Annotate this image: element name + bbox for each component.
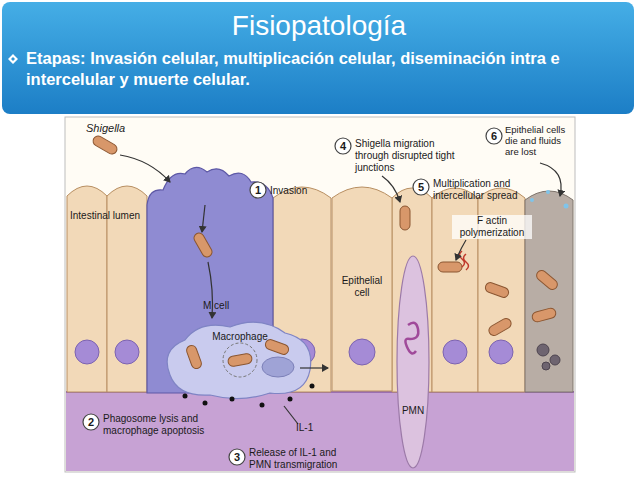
- callout-number: 1: [249, 184, 267, 196]
- callout-number: 5: [412, 181, 430, 193]
- cytokine-dot: [288, 397, 293, 402]
- callout-number: 4: [334, 140, 352, 152]
- uptake-arrow: [208, 262, 213, 318]
- callout-number: 2: [82, 416, 100, 428]
- f-actin-tail: [460, 251, 469, 270]
- fluid-drop: [546, 190, 550, 194]
- nucleus: [75, 340, 99, 364]
- shigella-bacterium: [264, 338, 290, 356]
- dying-epithelial-column: [525, 191, 573, 392]
- shigella-bacterium: [487, 317, 513, 338]
- leader-line: [284, 406, 298, 424]
- callout-circle: 1: [249, 181, 267, 199]
- step-label: Phagosome lysis and macrophage apoptosis: [103, 413, 221, 437]
- step-label: Invasion: [270, 185, 330, 197]
- callout-circle: 3: [228, 448, 246, 466]
- callout-circle: 5: [412, 178, 430, 196]
- shigella-bacterium: [185, 344, 203, 370]
- cell-label: Epithelial cell: [333, 275, 391, 299]
- cell-label: PMN: [396, 405, 430, 417]
- pmn-cell-outline: [396, 255, 430, 470]
- slide-title: Fisiopatología: [0, 10, 638, 42]
- nucleus: [115, 340, 139, 364]
- shigella-bacterium: [484, 281, 510, 299]
- leader-arrow: [540, 163, 561, 196]
- pmn-cell: PMN: [396, 255, 430, 470]
- cytokine-dot: [203, 401, 208, 406]
- shigella-bacterium: [531, 307, 557, 323]
- illustration-frame: [65, 117, 575, 472]
- macrophage-outline: [160, 315, 320, 400]
- cytokine-label: IL-1: [296, 422, 326, 434]
- epithelial-layer: [67, 186, 573, 392]
- cytokine-dot: [310, 384, 315, 389]
- lamina-propria: [66, 392, 574, 471]
- bullet-text: Etapas: Invasión celular, multiplicación…: [26, 48, 632, 90]
- fluid-drop: [564, 204, 569, 209]
- cytokine-dot: [230, 397, 235, 402]
- bacteria: [91, 134, 559, 370]
- organism-label: Shigella: [86, 122, 146, 134]
- phagosome: [223, 343, 257, 377]
- leader-arrow: [382, 176, 400, 202]
- fragmented-nucleus: [550, 355, 560, 365]
- shigella-bacterium: [227, 353, 252, 367]
- shigella-bacterium: [438, 262, 462, 272]
- callout-circle: 2: [82, 413, 100, 431]
- cytokine-dot: [183, 394, 188, 399]
- shigella-bacterium: [192, 231, 214, 259]
- process-label: F actin polymerization: [452, 215, 532, 239]
- shigella-bacterium: [535, 268, 560, 291]
- fragmented-nucleus: [542, 362, 550, 370]
- bullet-symbol: [8, 54, 18, 64]
- macrophage: Macrophage: [160, 315, 320, 400]
- uptake-arrow: [202, 205, 205, 232]
- fluid-drops: [530, 190, 569, 209]
- step-label: Shigella migration through disrupted tig…: [355, 138, 455, 174]
- shigella-bacterium: [91, 134, 119, 156]
- step-label: Release of IL-1 and PMN transmigration: [249, 447, 357, 471]
- fragmented-nucleus: [537, 344, 549, 356]
- invasion-arrow: [120, 155, 170, 182]
- step-label: Epithelial cells die and fluids are lost: [505, 124, 573, 157]
- fluid-drop: [530, 198, 534, 202]
- leader-arrow: [456, 240, 466, 260]
- il1-dots: [183, 384, 315, 408]
- callout-circle: 6: [485, 127, 503, 145]
- release-arrow: [300, 367, 328, 368]
- callout-circle: 4: [334, 137, 352, 155]
- shigella-bacterium: [400, 206, 410, 230]
- callout-number: 6: [485, 130, 503, 142]
- cell-label: M cell: [203, 300, 263, 312]
- callout-number: 3: [228, 451, 246, 463]
- pathway-arrows: [120, 155, 561, 424]
- nucleus: [443, 340, 467, 364]
- step-label: Multiplication and intercellular spread: [433, 178, 538, 202]
- region-label: Intestinal lumen: [70, 210, 160, 222]
- epithelial-cell: Epithelial cell: [331, 180, 393, 392]
- nucleus: [489, 340, 513, 364]
- cell-label: Macrophage: [205, 331, 275, 343]
- cytokine-dot: [260, 403, 265, 408]
